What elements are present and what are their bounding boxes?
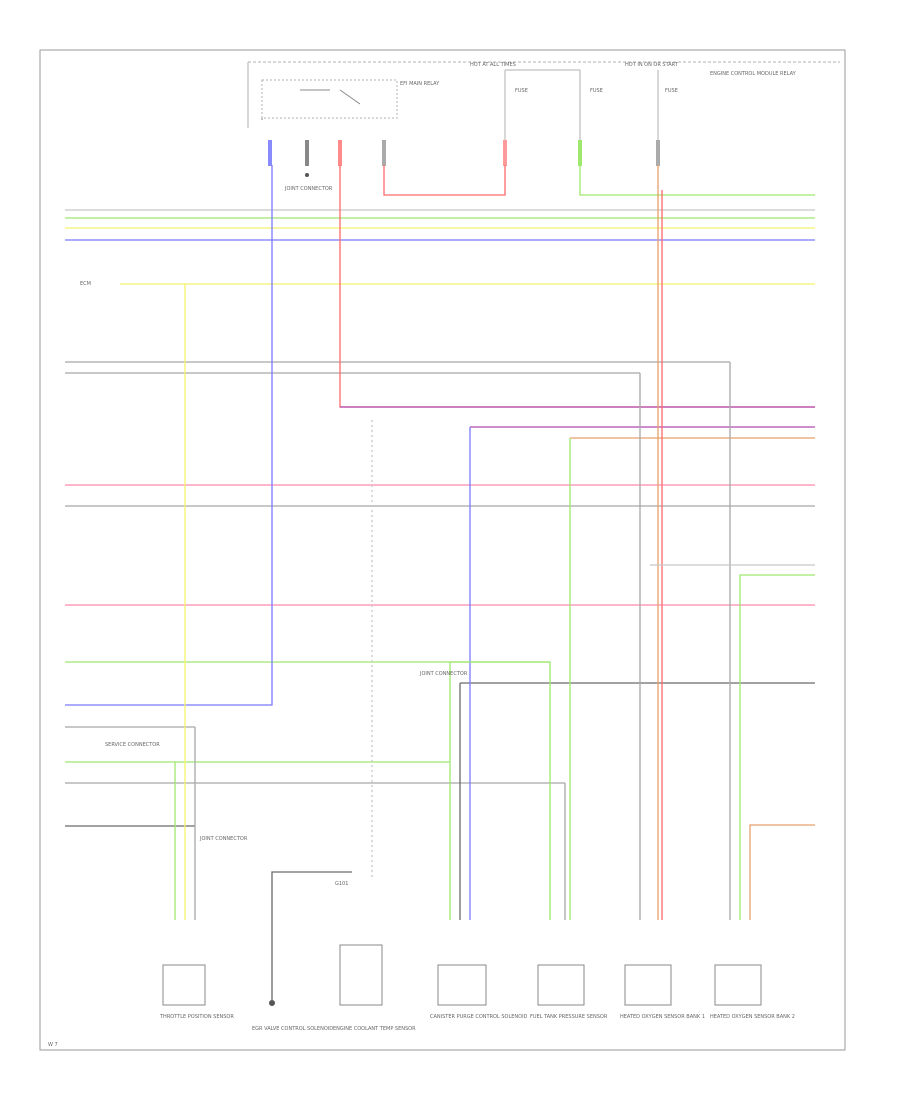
component-label-2: EGR VALVE CONTROL SOLENOID [252,1026,333,1032]
relay-area: EFI MAIN RELAY HOT AT ALL TIMES HOT IN O… [247,61,840,195]
component-label-3: ENGINE COOLANT TEMP SENSOR [333,1026,416,1032]
joint-label-1: JOINT CONNECTOR [284,186,333,192]
wire-labels: ECM JOINT CONNECTOR SERVICE CONNECTOR JO… [48,281,468,1048]
fuse-label-3: FUSE [665,88,678,94]
component-box-7 [714,964,762,1006]
fuse-label-1: FUSE [515,88,528,94]
diagram-border [39,49,846,1051]
components: THROTTLE POSITION SENSOR EGR VALVE CONTR… [159,944,795,1032]
component-label-1: THROTTLE POSITION SENSOR [159,1014,234,1020]
wires [65,165,815,1000]
component-label-6: HEATED OXYGEN SENSOR BANK 1 [620,1014,705,1020]
power-label-right: HOT IN ON OR START [625,62,679,68]
note-top-right: ENGINE CONTROL MODULE RELAY [710,71,797,77]
component-label-4: CANISTER PURGE CONTROL SOLENOID [430,1014,528,1020]
component-box-5 [537,964,585,1006]
bottom-ref: W 7 [48,1042,58,1048]
relay-label: EFI MAIN RELAY [400,81,440,87]
joint-label-2: JOINT CONNECTOR [419,671,468,677]
component-box-3 [339,944,383,1006]
ecm-connector-label: ECM [80,281,91,287]
joint-label-3: JOINT CONNECTOR [199,836,248,842]
power-label-left: HOT AT ALL TIMES [470,62,516,68]
component-box-1 [162,964,206,1006]
component-label-7: HEATED OXYGEN SENSOR BANK 2 [710,1014,795,1020]
ground-label: G101 [335,881,348,887]
component-ground-2 [269,1000,275,1006]
component-label-5: FUEL TANK PRESSURE SENSOR [530,1014,608,1020]
component-box-4 [437,964,487,1006]
component-box-6 [624,964,672,1006]
service-connector-label: SERVICE CONNECTOR [105,742,160,748]
fuse-label-2: FUSE [590,88,603,94]
top-connectors: JOINT CONNECTOR [268,140,660,192]
